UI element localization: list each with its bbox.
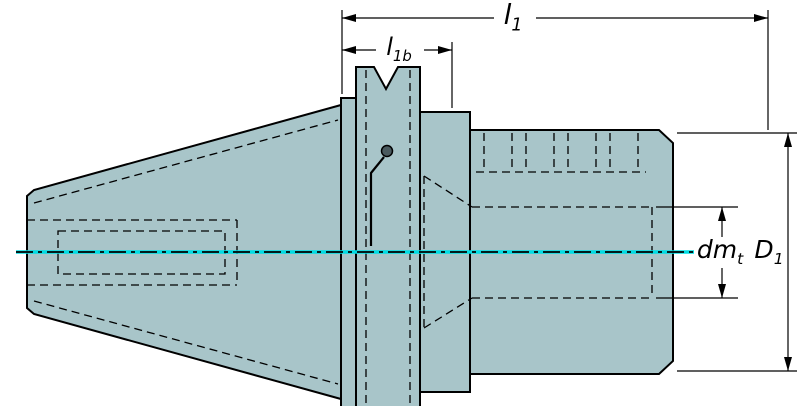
l1b-sub: 1b (392, 46, 412, 65)
D1-sub: 1 (773, 250, 784, 268)
l1-sub: 1 (511, 15, 523, 36)
D1-base: D (754, 235, 774, 264)
dimension-label-dmt: dmt (696, 235, 743, 267)
screw-icon (380, 144, 394, 158)
dimension-arrows (342, 14, 792, 371)
channel-line (369, 156, 385, 246)
l1b-base: l (386, 33, 393, 61)
v-flange (355, 66, 421, 406)
l1-base: l (503, 0, 512, 31)
locking-screw-detail (369, 144, 394, 246)
dmt-base: dm (696, 235, 738, 264)
dimension-label-D1: D1 (754, 235, 783, 267)
body-sections (26, 66, 674, 406)
dmt-sub: t (737, 250, 744, 268)
dimension-label-l1: l1 (503, 0, 523, 35)
hidden-lines (27, 70, 653, 404)
dimension-label-l1b: l1b (386, 33, 412, 63)
